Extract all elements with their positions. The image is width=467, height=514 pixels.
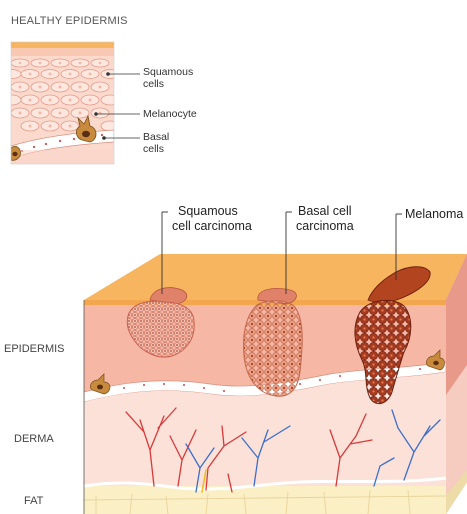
layer-label-epidermis: EPIDERMIS — [4, 343, 65, 355]
callout-bcc-line2: carcinoma — [296, 219, 354, 233]
inset-title: HEALTHY EPIDERMIS — [11, 15, 128, 27]
callout-bcc-line1: Basal cell — [298, 204, 352, 218]
label-melanocyte: Melanocyte — [143, 108, 197, 120]
layer-label-fat: FAT — [24, 495, 44, 507]
layer-label-derma: DERMA — [14, 433, 54, 445]
label-squamous-cells-2: cells — [143, 78, 164, 90]
callout-scc-line1: Squamous — [178, 204, 238, 218]
label-basal-cells-1: Basal — [143, 131, 169, 143]
fat-layer — [84, 486, 446, 514]
callout-scc-line2: cell carcinoma — [172, 219, 252, 233]
label-squamous-cells-1: Squamous — [143, 66, 193, 78]
callout-melanoma: Melanoma — [405, 207, 463, 221]
healthy-epidermis-inset — [3, 42, 119, 164]
label-basal-cells-2: cells — [143, 143, 164, 155]
